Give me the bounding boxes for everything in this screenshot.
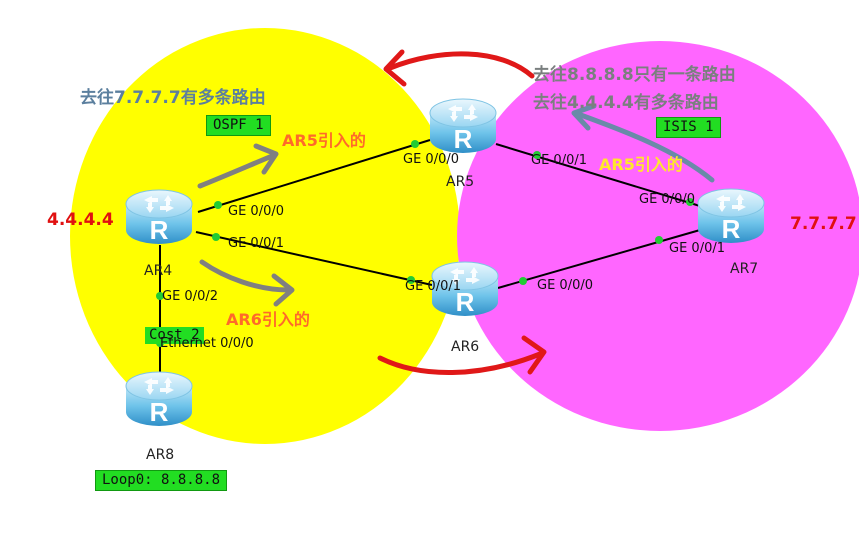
link-ar4-ar5 — [197, 139, 431, 213]
ar8-port-ethernet: Ethernet 0/0/0 — [160, 336, 254, 351]
router-ar6-name: AR6 — [451, 339, 480, 355]
ar4-port-ge000: GE 0/0/0 — [228, 204, 284, 219]
arrow-ar4-to-ar6-route — [199, 259, 291, 293]
arrow-ospf-to-isis — [377, 351, 543, 375]
router-ar7-name: AR7 — [730, 261, 759, 277]
ar4-router-id: 4.4.4.4 — [47, 210, 114, 230]
arrow-ar4-to-ar5-route — [197, 153, 275, 189]
arrow-isis-to-ospf — [387, 51, 535, 79]
router-ar5-name: AR5 — [446, 174, 475, 190]
link-ar4-ar6 — [195, 231, 433, 286]
link-ar5-ar7 — [495, 143, 701, 207]
ar7-port-ge000: GE 0/0/0 — [639, 192, 695, 207]
ar8-loopback-label: Loop0: 8.8.8.8 — [95, 470, 228, 492]
router-ar7-icon[interactable] — [697, 188, 765, 245]
note-ar6-imported: AR6引入的 — [226, 310, 310, 329]
router-ar8-icon[interactable] — [125, 371, 193, 428]
isis-area — [457, 41, 859, 431]
router-ar4-icon[interactable] — [125, 189, 193, 246]
ar6-port-ge000: GE 0/0/0 — [537, 278, 593, 293]
ar7-port-ge001: GE 0/0/1 — [669, 241, 725, 256]
note-route-to-7777: 去往7.7.7.7有多条路由 — [80, 88, 266, 108]
arrow-ar7-route — [575, 111, 715, 183]
ar8-link-cost: Cost 2 — [145, 327, 204, 345]
ar5-port-ge000: GE 0/0/0 — [403, 152, 459, 167]
note-route-to-8888: 去往8.8.8.8只有一条路由 — [533, 65, 736, 85]
router-ar4-name: AR4 — [144, 263, 173, 279]
router-ar5-icon[interactable] — [429, 98, 497, 155]
ospf-area-label: OSPF 1 — [206, 115, 271, 137]
note-route-to-4444: 去往4.4.4.4有多条路由 — [533, 93, 719, 113]
note-ar5-imported-left: AR5引入的 — [282, 131, 366, 150]
router-ar8-name: AR8 — [146, 447, 175, 463]
ar5-port-ge001: GE 0/0/1 — [531, 153, 587, 168]
ar4-port-ge002: GE 0/0/2 — [162, 289, 218, 304]
ar7-router-id: 7.7.7.7 — [790, 214, 857, 234]
note-ar5-imported-right: AR5引入的 — [599, 155, 683, 174]
link-ar6-ar7 — [497, 229, 701, 289]
isis-area-label: ISIS 1 — [656, 117, 721, 139]
ar6-port-ge001: GE 0/0/1 — [405, 279, 461, 294]
ar4-port-ge001: GE 0/0/1 — [228, 236, 284, 251]
